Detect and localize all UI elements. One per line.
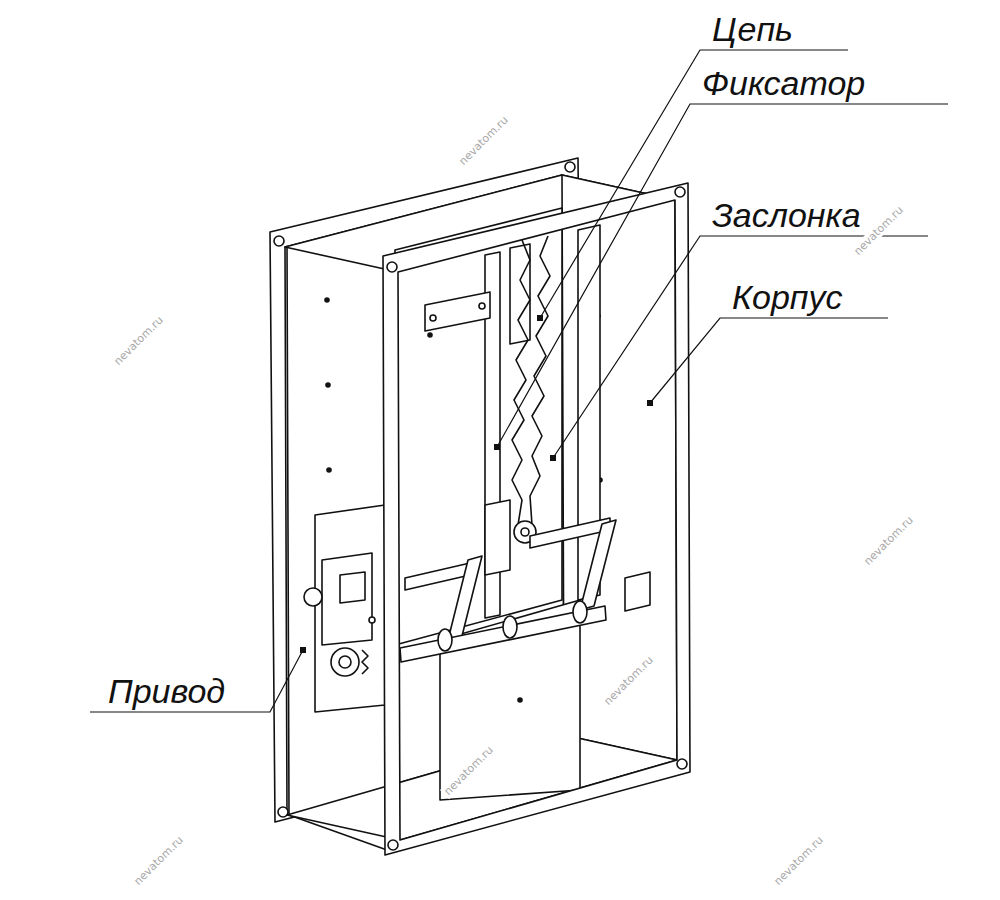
back-flange	[565, 162, 575, 172]
shaft-and-levers	[448, 556, 482, 640]
part-label: Фиксатор	[702, 64, 865, 102]
leader-marker	[300, 315, 653, 653]
damper-blade	[395, 208, 562, 645]
shaft-and-levers	[503, 616, 517, 638]
leader-line	[497, 104, 948, 447]
leader-line	[90, 50, 948, 712]
actuator	[322, 553, 372, 645]
actuator	[304, 588, 322, 606]
leader-marker	[550, 455, 556, 461]
actuator	[339, 656, 351, 668]
housing-side-wall	[325, 298, 329, 302]
part-label: Заслонка	[712, 196, 861, 234]
shaft-and-levers	[580, 520, 616, 610]
guide-rail	[485, 500, 510, 575]
part-label: Цепь	[712, 10, 793, 48]
watermark: nevatom.ru	[440, 742, 497, 799]
actuator	[369, 617, 375, 623]
guide-rail	[425, 292, 490, 331]
leader-line	[650, 318, 888, 403]
watermark: nevatom.ru	[600, 652, 657, 709]
chain	[521, 528, 529, 536]
housing-side-wall	[326, 383, 330, 387]
part-label: Корпус	[732, 278, 843, 316]
front-flange	[383, 183, 690, 855]
guide-rail	[430, 315, 436, 321]
housing-side-wall	[287, 247, 387, 850]
guide-rail	[425, 225, 600, 618]
damper-blade	[518, 698, 522, 702]
actuator	[315, 505, 385, 712]
shaft-and-levers	[400, 518, 650, 662]
shaft-and-levers	[625, 572, 650, 611]
shaft-and-levers	[405, 563, 470, 590]
watermark: nevatom.ru	[770, 832, 827, 889]
watermark: nevatom.ru	[110, 312, 167, 369]
actuator	[331, 648, 359, 676]
part-label: Привод	[108, 672, 225, 710]
front-flange	[677, 759, 687, 769]
front-flange	[388, 840, 398, 850]
shaft-and-levers	[438, 629, 452, 651]
actuator	[304, 505, 385, 712]
leader-marker	[494, 444, 500, 450]
watermark: nevatom.ru	[860, 512, 917, 569]
front-flange	[675, 187, 685, 197]
leader-marker	[300, 647, 306, 653]
leader-line	[90, 650, 303, 712]
chain	[512, 236, 550, 543]
watermark: nevatom.ru	[455, 112, 512, 169]
housing-side-wall	[287, 247, 387, 850]
shaft-and-levers	[573, 601, 587, 623]
leader-marker	[647, 400, 653, 406]
front-flange	[387, 262, 397, 272]
back-flange	[274, 236, 284, 246]
damper-illustration	[270, 158, 690, 855]
chain	[530, 236, 550, 525]
front-flange	[383, 183, 690, 855]
housing-interior	[285, 175, 677, 840]
watermark: nevatom.ru	[130, 832, 187, 889]
actuator	[340, 572, 365, 603]
leader-line	[553, 236, 928, 458]
guide-rail	[479, 303, 485, 309]
leader-marker	[537, 315, 543, 321]
actuator	[362, 650, 368, 674]
housing-side-wall	[327, 468, 331, 472]
damper-blade	[428, 333, 432, 337]
chain	[512, 240, 530, 525]
